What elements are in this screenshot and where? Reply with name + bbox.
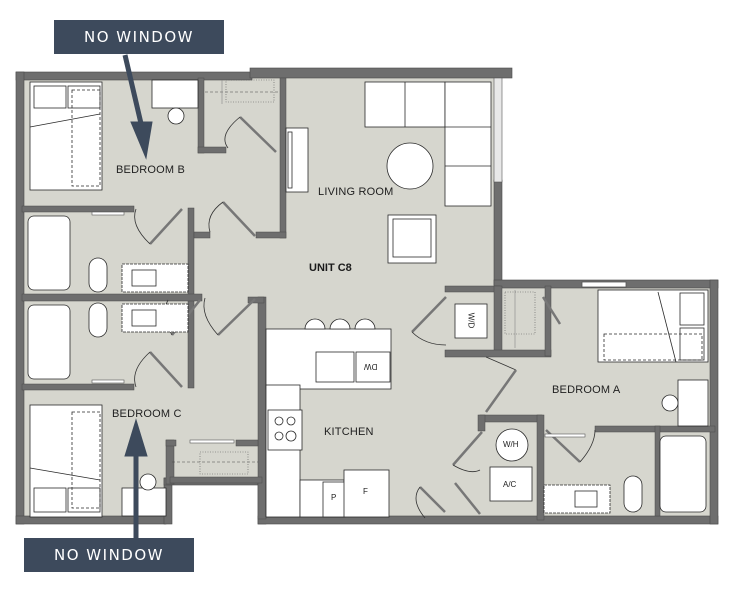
fridge bbox=[343, 469, 390, 518]
fixture-label-dishwasher: DW bbox=[364, 362, 378, 371]
toilet-2 bbox=[88, 302, 108, 338]
sliding-doors bbox=[91, 211, 586, 444]
doors bbox=[134, 116, 596, 519]
room-label-bedroom-c: BEDROOM C bbox=[112, 408, 182, 420]
room-label-bedroom-b: BEDROOM B bbox=[116, 164, 186, 176]
stove bbox=[267, 409, 303, 451]
fixture-label-fridge: F bbox=[363, 487, 368, 496]
washer-dryer bbox=[454, 303, 488, 339]
fixture-label-ac: A/C bbox=[503, 480, 517, 489]
closet-hangers bbox=[172, 79, 536, 475]
toilet-1 bbox=[88, 257, 108, 293]
bathtub-2 bbox=[27, 304, 71, 380]
ac-unit bbox=[489, 466, 533, 502]
bathtub-1 bbox=[27, 215, 71, 291]
no-window-callout-top: NO WINDOW bbox=[54, 20, 224, 54]
bathtub-3 bbox=[659, 435, 707, 513]
fixture-label-pantry: P bbox=[331, 493, 337, 502]
armchair bbox=[387, 214, 437, 264]
fixture-label-washer-dryer: W/D bbox=[466, 312, 476, 329]
unit-label: UNIT C8 bbox=[309, 262, 352, 274]
callout-arrows bbox=[122, 54, 153, 540]
room-label-kitchen: KITCHEN bbox=[324, 426, 374, 438]
coffee-table bbox=[386, 142, 434, 190]
no-window-callout-bottom: NO WINDOW bbox=[24, 538, 194, 572]
water-heater bbox=[495, 428, 529, 462]
furniture bbox=[27, 79, 709, 518]
interior-walls bbox=[21, 77, 716, 521]
toilet-3 bbox=[623, 475, 643, 513]
room-label-living-room: LIVING ROOM bbox=[318, 186, 394, 198]
room-label-bedroom-a: BEDROOM A bbox=[552, 384, 621, 396]
fixture-label-water-heater: W/H bbox=[503, 440, 519, 449]
